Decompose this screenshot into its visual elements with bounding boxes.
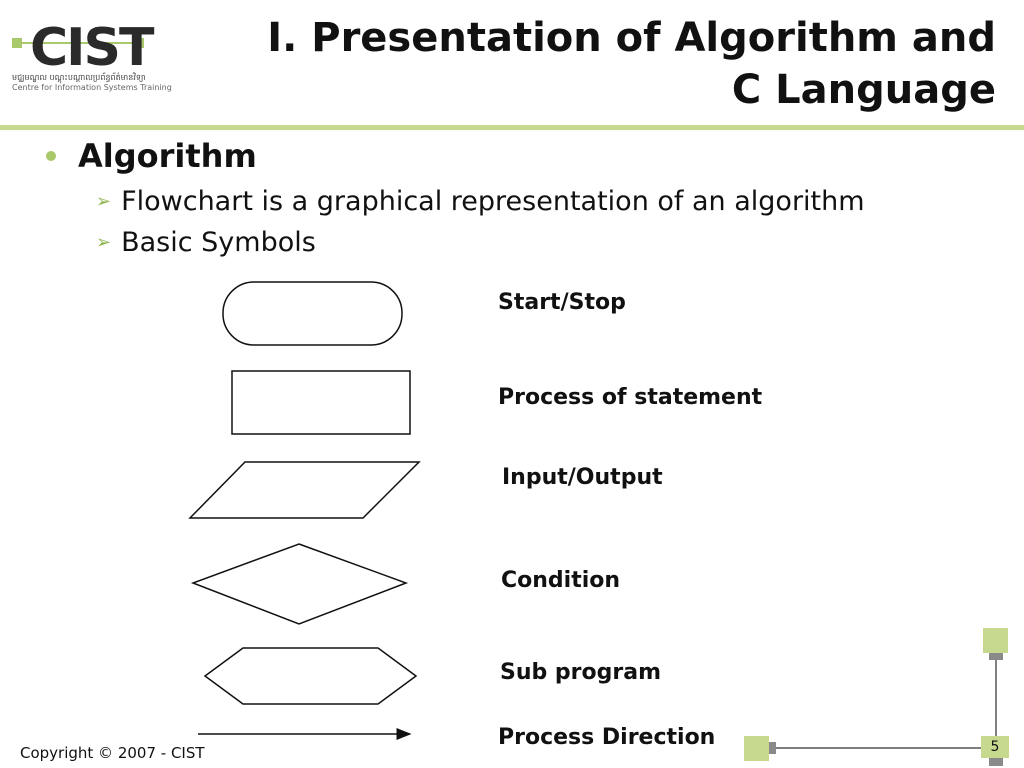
slide-title: I. Presentation of Algorithm and C Langu… bbox=[176, 12, 996, 116]
sub-bullet-basic-symbols: ➢ Basic Symbols bbox=[96, 224, 316, 260]
copyright-footer: Copyright © 2007 - CIST bbox=[20, 744, 205, 762]
bullet-algorithm: Algorithm bbox=[46, 136, 257, 176]
logo-khmer-text: មជ្ឈមណ្ឌល បណ្តុះបណ្តាលប្រព័ន្ធព័ត៌មានវិទ… bbox=[12, 73, 146, 82]
arrow-bullet-icon: ➢ bbox=[96, 190, 112, 212]
bullet-algorithm-text: Algorithm bbox=[78, 137, 257, 175]
sub-bullet-flowchart-text: Flowchart is a graphical representation … bbox=[121, 185, 865, 217]
label-input-output: Input/Output bbox=[502, 465, 663, 490]
label-condition: Condition bbox=[501, 568, 621, 593]
subprogram-hexagon-shape bbox=[203, 647, 418, 705]
bullet-dot-icon bbox=[46, 151, 56, 161]
sub-bullet-flowchart: ➢ Flowchart is a graphical representatio… bbox=[96, 183, 865, 219]
sub-bullet-basic-symbols-text: Basic Symbols bbox=[121, 226, 316, 258]
title-divider bbox=[0, 125, 1024, 130]
label-process-direction: Process Direction bbox=[498, 725, 716, 750]
label-start-stop: Start/Stop bbox=[498, 290, 626, 315]
process-rectangle-shape bbox=[231, 370, 411, 435]
terminator-shape bbox=[222, 281, 403, 346]
slide-title-line-2: C Language bbox=[731, 67, 996, 113]
label-sub-program: Sub program bbox=[500, 660, 661, 685]
corner-decoration bbox=[744, 628, 1008, 766]
logo-wordmark: CIST bbox=[30, 18, 154, 78]
slide-title-line-1: I. Presentation of Algorithm and bbox=[267, 15, 996, 61]
label-process-statement: Process of statement bbox=[498, 385, 763, 410]
arrow-bullet-icon: ➢ bbox=[96, 231, 112, 253]
input-output-parallelogram-shape bbox=[188, 461, 421, 519]
page-number: 5 bbox=[981, 736, 1009, 758]
cist-logo: CIST មជ្ឈមណ្ឌល បណ្តុះបណ្តាលប្រព័ន្ធព័ត៌ម… bbox=[10, 12, 172, 94]
logo-subtitle: Centre for Information Systems Training bbox=[12, 83, 172, 92]
logo-dots-graphic bbox=[12, 38, 144, 48]
decision-diamond-shape bbox=[190, 543, 409, 625]
